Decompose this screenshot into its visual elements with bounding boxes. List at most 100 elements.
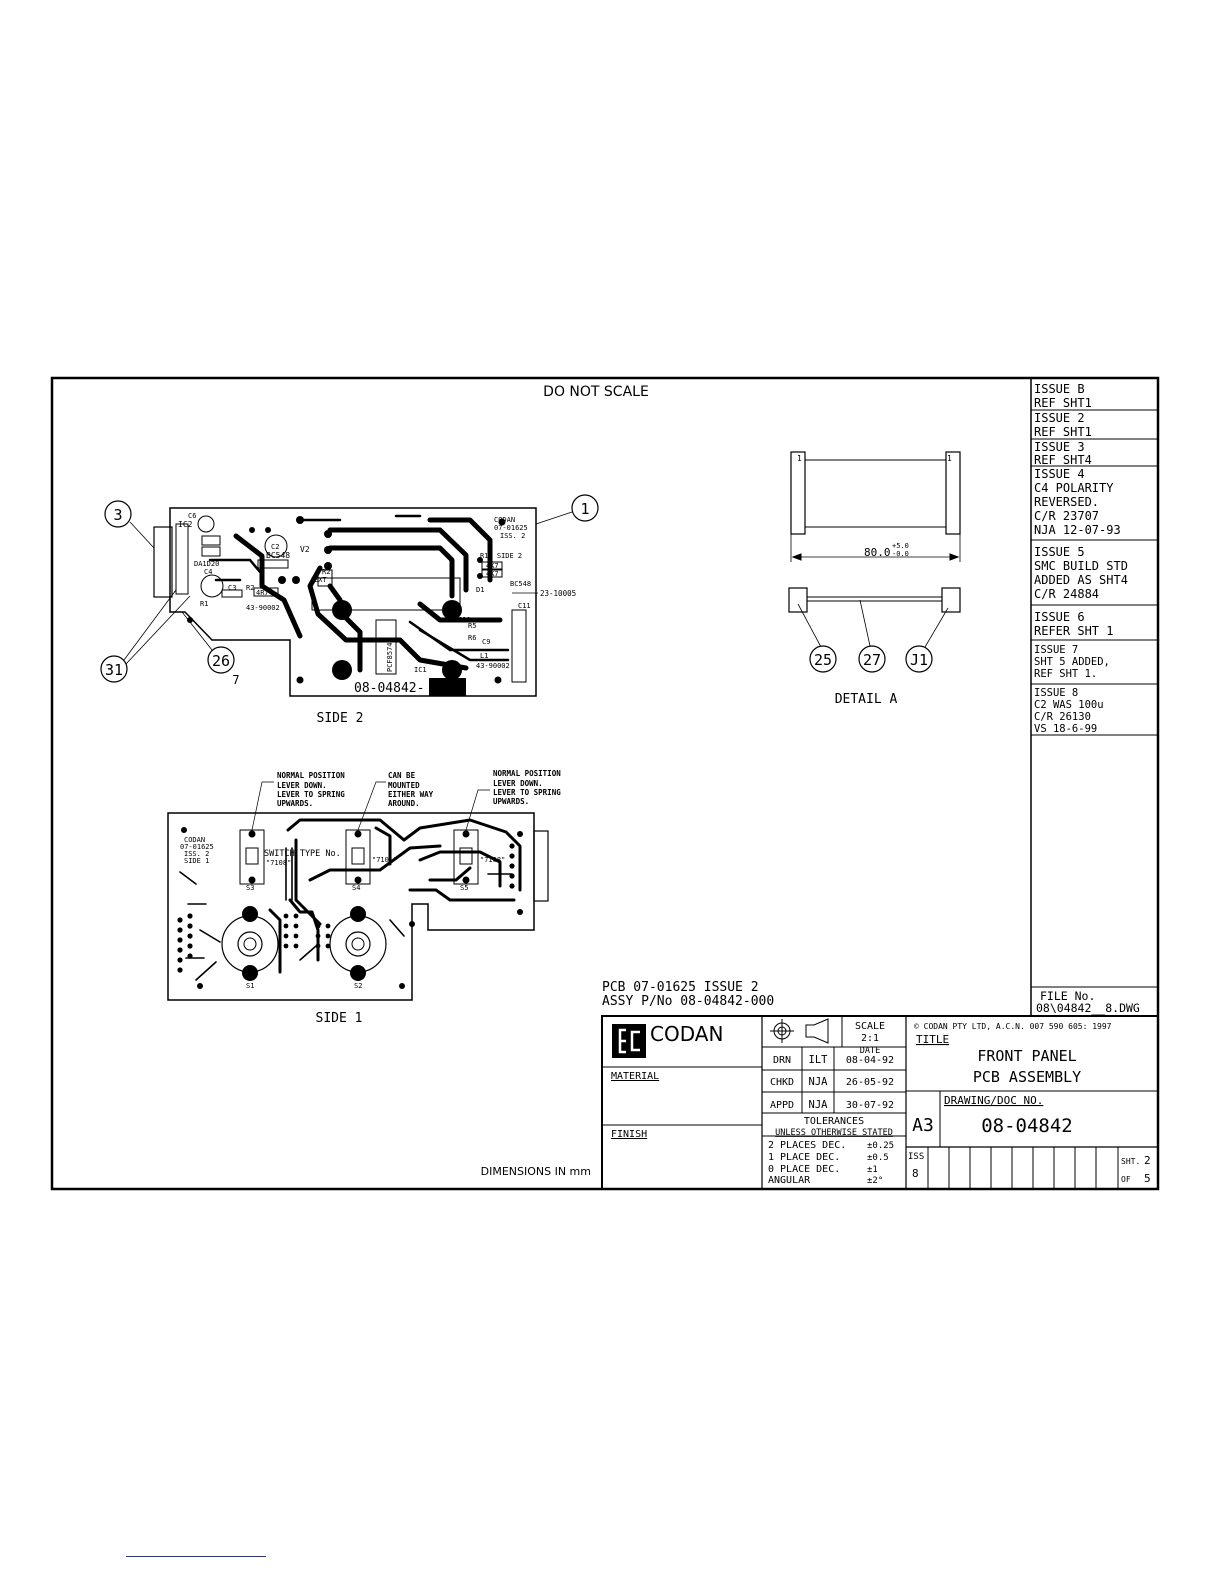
issue-5: ISSUE 5 SMC BUILD STD ADDED AS SHT4 C/R … [1034, 545, 1128, 601]
svg-text:D1: D1 [476, 586, 484, 594]
svg-text:SHT.: SHT. [1121, 1157, 1140, 1166]
svg-text:±0.5: ±0.5 [867, 1153, 889, 1163]
svg-text:UPWARDS.: UPWARDS. [277, 799, 313, 808]
balloon-25 [809, 645, 837, 673]
balloon-3 [104, 500, 132, 528]
svg-text:L1: L1 [480, 652, 488, 660]
svg-text:S3: S3 [246, 884, 254, 892]
issue-2: ISSUE 2 REF SHT1 [1034, 411, 1092, 439]
side2-header [175, 523, 527, 683]
svg-text:REF SHT 1.: REF SHT 1. [1034, 668, 1097, 680]
svg-text:ISSUE B: ISSUE B [1034, 382, 1085, 396]
svg-text:ISS. 2: ISS. 2 [500, 532, 525, 540]
svg-text:ISS. 2: ISS. 2 [184, 850, 209, 858]
svg-text:C11: C11 [518, 602, 531, 610]
svg-text:1 PLACE DEC.: 1 PLACE DEC. [768, 1152, 840, 1163]
detail-a-cable-top [790, 451, 961, 562]
side1-pads [177, 827, 523, 989]
side2-board-label: 08-04842- [354, 681, 424, 696]
svg-text:±2°: ±2° [867, 1176, 883, 1186]
svg-text:CODAN: CODAN [184, 836, 205, 844]
svg-text:7: 7 [232, 673, 239, 687]
svg-text:C/R 23707: C/R 23707 [1034, 509, 1099, 523]
svg-text:C6: C6 [188, 512, 196, 520]
svg-text:R10 SIDE 2: R10 SIDE 2 [480, 552, 522, 560]
svg-text:ANGULAR: ANGULAR [768, 1175, 811, 1186]
svg-text:SCALE: SCALE [855, 1021, 885, 1032]
svg-text:AROUND.: AROUND. [388, 799, 420, 808]
svg-text:C4: C4 [204, 568, 212, 576]
svg-text:NJA 12-07-93: NJA 12-07-93 [1034, 523, 1121, 537]
svg-text:07-01625: 07-01625 [180, 843, 214, 851]
svg-text:J1: J1 [910, 651, 928, 669]
svg-text:ISSUE 7: ISSUE 7 [1034, 644, 1078, 656]
side1-pcb-view [167, 812, 549, 1001]
svg-text:REF SHT4: REF SHT4 [1034, 453, 1092, 467]
svg-text:+5.0: +5.0 [892, 542, 909, 550]
balloon-27 [858, 645, 886, 673]
svg-text:"7101": "7101" [372, 856, 397, 864]
svg-text:S1: S1 [246, 982, 254, 990]
drawing-title-line1: FRONT PANEL [977, 1047, 1076, 1065]
issue-3: ISSUE 3 REF SHT4 [1034, 440, 1092, 467]
svg-text:C3: C3 [228, 584, 236, 592]
svg-text:R2: R2 [246, 584, 254, 592]
detail-a-pin-labels: 1 1 [797, 454, 952, 463]
svg-text:26: 26 [212, 652, 230, 670]
svg-text:CAN BE: CAN BE [388, 771, 416, 780]
svg-text:IC1: IC1 [414, 666, 427, 674]
issue-7: ISSUE 7 SHT 5 ADDED, REF SHT 1. [1034, 644, 1110, 680]
svg-text:C9: C9 [482, 638, 490, 646]
svg-text:V2: V2 [300, 545, 310, 554]
svg-text:ISS: ISS [908, 1152, 924, 1162]
svg-text:ISSUE 4: ISSUE 4 [1034, 467, 1085, 481]
svg-text:SWITCH TYPE No.: SWITCH TYPE No. [264, 849, 341, 859]
svg-text:APPD: APPD [770, 1100, 794, 1111]
svg-text:LEVER DOWN.: LEVER DOWN. [277, 781, 327, 790]
svg-text:SIDE 1: SIDE 1 [184, 857, 209, 865]
side2-callout-labels: 1 3 26 31 7 [105, 500, 590, 687]
svg-text:4K7: 4K7 [486, 570, 499, 578]
drawing-title-line2: PCB ASSEMBLY [973, 1068, 1081, 1086]
svg-text:ISSUE 6: ISSUE 6 [1034, 610, 1085, 624]
svg-text:© CODAN PTY LTD, A.C.N. 007 59: © CODAN PTY LTD, A.C.N. 007 590 605: 199… [914, 1022, 1112, 1031]
svg-text:MATERIAL: MATERIAL [611, 1071, 659, 1082]
svg-text:27: 27 [863, 651, 881, 669]
svg-text:S5: S5 [460, 884, 468, 892]
do-not-scale-note: DO NOT SCALE [543, 384, 649, 400]
svg-text:DRAWING/DOC NO.: DRAWING/DOC NO. [944, 1094, 1043, 1107]
svg-text:NJA: NJA [809, 1076, 829, 1088]
svg-text:5: 5 [1144, 1172, 1151, 1185]
svg-text:C/R 26130: C/R 26130 [1034, 711, 1091, 723]
svg-text:ISSUE 3: ISSUE 3 [1034, 440, 1085, 454]
svg-text:R6: R6 [468, 634, 476, 642]
pcf-ic-outline [375, 619, 397, 675]
svg-text:±1: ±1 [867, 1165, 878, 1175]
svg-text:REF SHT1: REF SHT1 [1034, 425, 1092, 439]
side2-caption: SIDE 2 [317, 711, 364, 726]
side1-labels: CODAN 07-01625 ISS. 2 SIDE 1 SWITCH TYPE… [180, 836, 505, 990]
svg-text:NORMAL POSITION: NORMAL POSITION [277, 771, 345, 780]
svg-text:BC548: BC548 [266, 551, 290, 560]
detail-a-dimension: 80.0 +5.0 -0.0 [864, 542, 909, 559]
svg-text:C2 WAS 100u: C2 WAS 100u [1034, 699, 1104, 711]
svg-text:REVERSED.: REVERSED. [1034, 495, 1099, 509]
dimensions-note: DIMENSIONS IN mm [481, 1165, 591, 1178]
svg-text:S4: S4 [352, 884, 360, 892]
svg-text:30-07-92: 30-07-92 [846, 1100, 894, 1111]
svg-text:REF SHT1: REF SHT1 [1034, 396, 1092, 410]
page-footer-rule [126, 1556, 266, 1557]
side2-callouts [100, 494, 599, 683]
svg-text:LEVER TO SPRING: LEVER TO SPRING [277, 790, 345, 799]
svg-text:08\04842__8.DWG: 08\04842__8.DWG [1036, 1001, 1140, 1015]
svg-text:ISSUE 8: ISSUE 8 [1034, 687, 1078, 699]
svg-text:SHT 5 ADDED,: SHT 5 ADDED, [1034, 656, 1110, 668]
svg-text:ILT: ILT [809, 1054, 829, 1066]
svg-text:FILE No.: FILE No. [1040, 989, 1095, 1003]
balloon-31 [100, 655, 128, 683]
issue-8: ISSUE 8 C2 WAS 100u C/R 26130 VS 18-6-99 [1034, 687, 1104, 735]
svg-text:1: 1 [947, 454, 952, 463]
svg-text:31: 31 [105, 661, 123, 679]
svg-text:43-90002: 43-90002 [476, 662, 510, 670]
issue-4: ISSUE 4 C4 POLARITY REVERSED. C/R 23707 … [1034, 467, 1121, 537]
